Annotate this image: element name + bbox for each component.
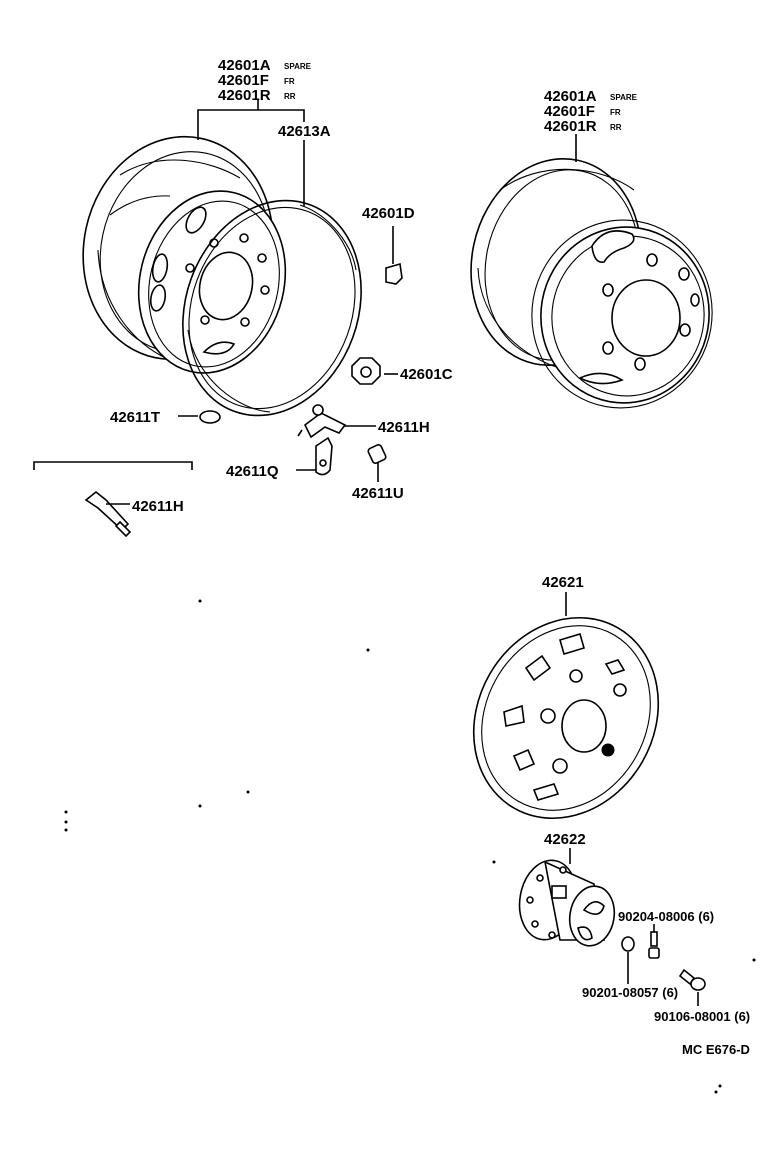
label-washer-t: 42611T [110, 409, 160, 426]
label-valve-ext: 42611H [132, 498, 184, 515]
label-right-wheel: 42601A SPARE 42601F FR 42601R RR [544, 88, 638, 135]
label-washer: 90201-08057 (6) [582, 985, 678, 1000]
label-right-spare-note: SPARE [610, 93, 638, 102]
label-right-rear-note: RR [610, 123, 622, 132]
wheel-nut[interactable] [351, 357, 381, 385]
side-ring[interactable] [154, 175, 391, 441]
label-hub-cap: 42622 [544, 831, 586, 848]
leader-lines [33, 100, 699, 1006]
label-weight: 42601D [362, 205, 415, 222]
label-clip-q: 42611Q [226, 463, 279, 480]
valve-stem[interactable] [297, 404, 347, 439]
valve-extension[interactable] [84, 490, 132, 538]
left-wheel-disc[interactable] [63, 119, 304, 389]
hub-bolt[interactable] [678, 968, 706, 991]
valve-cap[interactable] [367, 443, 387, 465]
washer-t[interactable] [199, 410, 221, 424]
label-ring: 42613A [278, 123, 331, 140]
valve-clip[interactable] [315, 436, 333, 476]
right-wheel[interactable] [452, 143, 727, 422]
hub-cap[interactable] [513, 856, 618, 950]
scan-specks [64, 599, 756, 1094]
label-nut: 42601C [400, 366, 453, 383]
label-screw: 90204-08006 (6) [618, 909, 714, 924]
label-right-front-code: 42601F [544, 103, 595, 120]
label-left-rear-note: RR [284, 92, 296, 101]
label-left-front-note: FR [284, 77, 295, 86]
hub-washer[interactable] [621, 936, 635, 952]
label-right-front-note: FR [610, 108, 621, 117]
wheel-cap[interactable] [438, 584, 694, 852]
label-wheel-cap: 42621 [542, 574, 584, 591]
label-cap-u: 42611U [352, 485, 404, 502]
label-left-wheel: 42601A SPARE 42601F FR 42601R RR [218, 57, 312, 104]
label-right-rear-code: 42601R [544, 118, 597, 135]
label-left-spare-note: SPARE [284, 62, 312, 71]
balance-weight[interactable] [385, 262, 403, 285]
label-left-spare-code: 42601A [218, 57, 271, 74]
label-bolt: 90106-08001 (6) [654, 1009, 750, 1024]
label-valve-h: 42611H [378, 419, 430, 436]
hub-screw[interactable] [648, 931, 660, 959]
label-left-front-code: 42601F [218, 72, 269, 89]
label-diagram-code: MC E676-D [682, 1042, 750, 1057]
label-left-rear-code: 42601R [218, 87, 271, 104]
label-right-spare-code: 42601A [544, 88, 597, 105]
